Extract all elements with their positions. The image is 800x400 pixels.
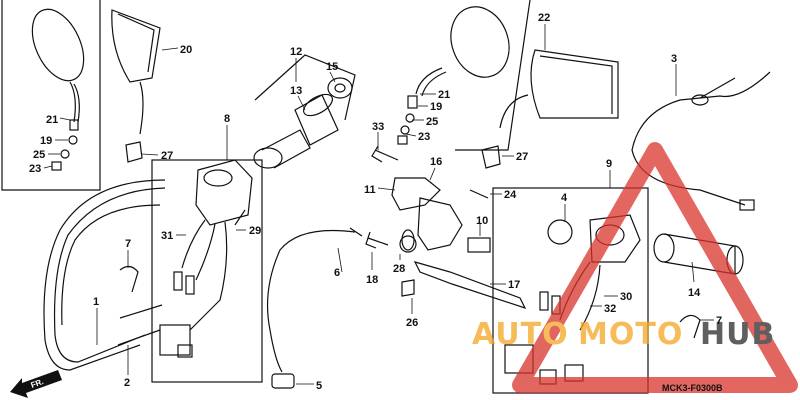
callout-7-right: 7	[716, 315, 722, 327]
callout-21-right: 21	[438, 89, 450, 101]
mirror-nut-25-right	[400, 125, 410, 135]
callout-31: 31	[161, 230, 173, 242]
callout-21: 21	[46, 114, 58, 126]
callout-5: 5	[316, 380, 322, 392]
part-code: MCK3-F0300B	[662, 383, 723, 393]
callout-33: 33	[372, 121, 384, 133]
washer-28	[399, 235, 417, 253]
callout-19: 19	[40, 135, 52, 147]
callout-7-left: 7	[125, 238, 131, 250]
callout-30: 30	[620, 291, 632, 303]
mirror-nut-21-right	[407, 95, 418, 109]
clutch-lever-bracket	[391, 177, 463, 251]
leader-lines	[43, 24, 714, 385]
mirror-cover-27-right	[481, 145, 501, 169]
callout-10: 10	[476, 215, 488, 227]
callout-labels: 20 21 19 25 23 27 12 13 15 8 31 29 7 1 2…	[29, 12, 722, 392]
cable-clip-right	[679, 314, 701, 339]
callout-26: 26	[406, 317, 418, 329]
callout-6: 6	[334, 267, 340, 279]
callout-11: 11	[364, 184, 376, 196]
callout-4: 4	[561, 192, 568, 204]
callout-25: 25	[33, 149, 45, 161]
cable-clip-left	[119, 265, 139, 293]
callout-29: 29	[249, 225, 261, 237]
callout-27: 27	[161, 150, 173, 162]
throttle-cables	[43, 179, 166, 371]
mirror-nut-23	[51, 161, 62, 171]
mirror-cover-27	[125, 141, 143, 163]
watermark-text-2: MOTO	[578, 317, 683, 352]
left-mirror-round	[31, 8, 85, 123]
callout-32: 32	[604, 303, 616, 315]
watermark: AUTO MOTO HUB	[472, 142, 798, 393]
clutch-cable	[266, 227, 363, 389]
callout-17: 17	[508, 279, 520, 291]
mirror-nut-25	[60, 149, 70, 159]
left-switch-housing	[159, 159, 253, 358]
callout-28: 28	[393, 263, 405, 275]
callout-15: 15	[326, 61, 338, 73]
callout-16: 16	[430, 156, 442, 168]
clutch-lever	[413, 261, 527, 310]
callout-13: 13	[290, 85, 302, 97]
callout-18: 18	[366, 274, 378, 286]
callout-12: 12	[290, 46, 302, 58]
callout-8: 8	[224, 113, 230, 125]
direction-label: FR.	[30, 377, 45, 390]
mirror-group-frame-right	[455, 0, 531, 151]
bolt-18	[365, 231, 389, 249]
switch-10	[467, 237, 491, 253]
mirror-nut-21	[69, 119, 79, 131]
switch-housing-frame	[151, 159, 263, 383]
callout-27-right: 27	[516, 151, 528, 163]
watermark-text-3: HUB	[700, 317, 775, 352]
grip-bracket	[254, 54, 356, 121]
right-mirror-square	[499, 49, 619, 129]
callout-23: 23	[29, 163, 41, 175]
bolt-33	[371, 145, 399, 163]
throttle-grip	[253, 77, 353, 169]
left-mirror-square	[111, 9, 161, 135]
callout-2: 2	[124, 377, 130, 389]
watermark-triangle	[512, 142, 798, 393]
mirror-washer-19	[68, 135, 78, 145]
brake-cable	[631, 71, 771, 211]
watermark-text-1: AUTO	[472, 317, 569, 352]
callout-24: 24	[504, 189, 517, 201]
callout-14: 14	[688, 287, 701, 299]
callout-20: 20	[180, 44, 192, 56]
right-mirror-round	[415, 6, 510, 97]
front-direction-arrow: FR.	[10, 370, 62, 398]
mirror-group-frame-left	[1, 0, 101, 191]
callout-9: 9	[606, 158, 612, 170]
nut-26	[401, 279, 415, 297]
callout-22: 22	[538, 12, 550, 24]
callout-1: 1	[93, 296, 99, 308]
callout-19-right: 19	[430, 101, 442, 113]
mirror-washer-19-right	[405, 113, 415, 123]
mirror-nut-23-right	[397, 135, 408, 145]
callout-3: 3	[671, 53, 677, 65]
callout-25-right: 25	[426, 116, 438, 128]
callout-23-right: 23	[418, 131, 430, 143]
bolt-24	[469, 189, 489, 199]
